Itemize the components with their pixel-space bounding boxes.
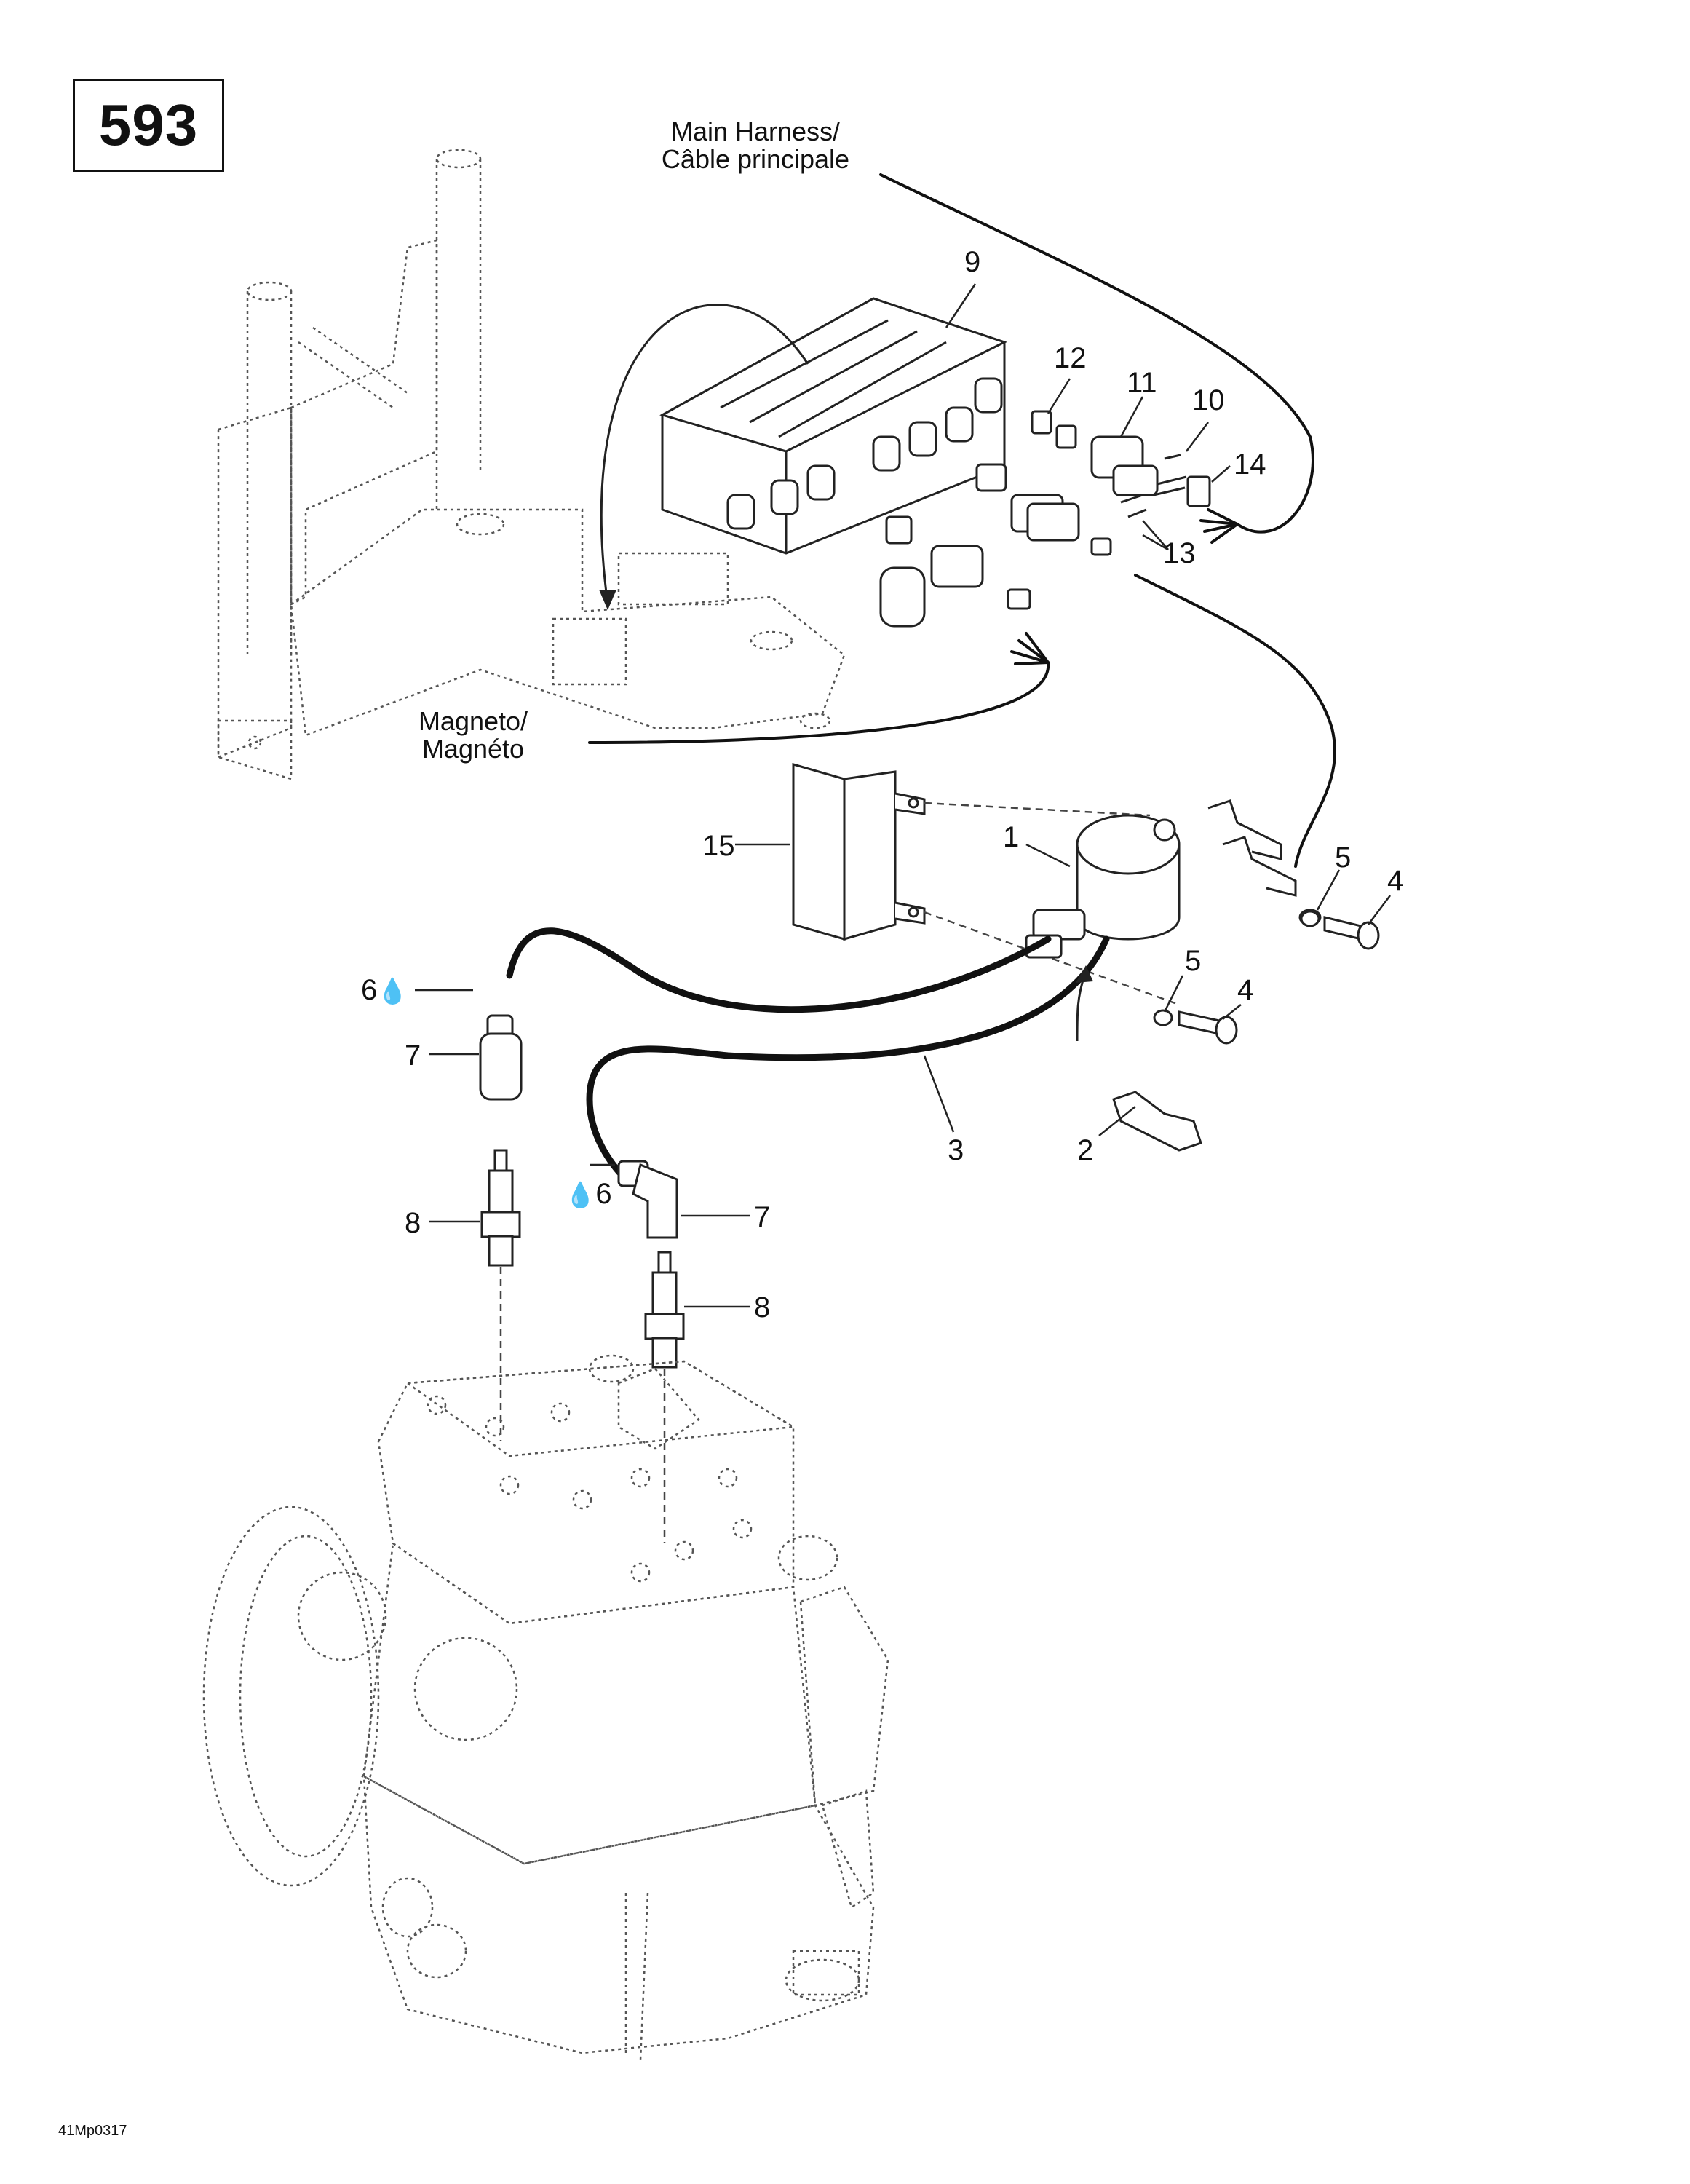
- hardware-parts-4-5: [1153, 910, 1380, 1045]
- magneto-label-en: Magneto/: [418, 706, 528, 736]
- screw-part-4-upper: [1323, 916, 1362, 941]
- callout-14: 14: [1234, 448, 1266, 480]
- magneto-cable: [588, 632, 1050, 744]
- clip-part-2: [1112, 1091, 1202, 1152]
- connector-part-14: [1186, 475, 1211, 507]
- callout-5-upper: 5: [1335, 842, 1352, 874]
- screw-part-4-lower: [1178, 1010, 1221, 1035]
- drawing-reference-code: 41Mp0317: [58, 2123, 127, 2139]
- callout-6-right-number: 6: [595, 1178, 612, 1210]
- frame-bracket: [217, 149, 846, 780]
- spark-cable-part-3: [586, 935, 1110, 1183]
- spark-plug-part-8-right: [644, 1251, 685, 1369]
- connector-part-12: [1031, 410, 1052, 435]
- callout-13: 13: [1163, 537, 1196, 569]
- main-harness-label: Main Harness/ Câble principale: [624, 118, 886, 173]
- washer-part-5-upper: [1300, 910, 1320, 927]
- spark-plug-part-8-left: [480, 1149, 521, 1267]
- spark-plug-cap-part-7-right: [617, 1160, 678, 1239]
- page-number-box: 593: [73, 79, 224, 172]
- callout-7-left: 7: [405, 1040, 421, 1072]
- callout-4-lower: 4: [1237, 974, 1254, 1006]
- engine-block: [202, 1354, 889, 2061]
- callout-9: 9: [964, 246, 981, 278]
- assembly-arrow: [600, 304, 809, 605]
- callout-11: 11: [1127, 367, 1157, 399]
- callout-3: 3: [948, 1134, 964, 1166]
- leader-lines: [415, 283, 1391, 1308]
- bracket-part-15: [792, 763, 926, 941]
- callout-12: 12: [1054, 342, 1087, 374]
- callout-1: 1: [1003, 821, 1020, 853]
- callout-15: 15: [702, 830, 735, 862]
- main-harness-label-en: Main Harness/: [670, 116, 841, 146]
- spark-plug-cap-part-7-left: [479, 1014, 523, 1101]
- terminal-part-13: [1120, 494, 1143, 504]
- ground-wire: [1134, 574, 1337, 868]
- callout-6-left: 6💧: [361, 976, 408, 1006]
- main-harness-cable: [879, 173, 1314, 544]
- callout-2: 2: [1077, 1134, 1094, 1166]
- ground-terminals: [1207, 799, 1322, 926]
- magneto-label: Magneto/ Magnéto: [386, 708, 560, 763]
- callout-5-lower: 5: [1185, 945, 1202, 977]
- page-number: 593: [98, 92, 199, 157]
- washer-part-5-lower: [1153, 1009, 1173, 1026]
- main-harness-label-fr: Câble principale: [661, 144, 850, 174]
- magneto-label-fr: Magnéto: [421, 734, 525, 764]
- callout-7-right: 7: [754, 1201, 771, 1233]
- connector-parts: [879, 410, 1211, 628]
- callout-6-right: 💧6: [565, 1179, 612, 1210]
- oil-drop-icon: 💧: [377, 978, 408, 1005]
- callout-4-upper: 4: [1387, 865, 1404, 897]
- spark-cable-1: [506, 927, 1052, 1013]
- callout-10: 10: [1192, 384, 1225, 416]
- callout-6-left-number: 6: [361, 974, 378, 1006]
- callout-8-right: 8: [754, 1291, 771, 1324]
- ignition-coil-part-1: [1025, 814, 1181, 959]
- callout-8-left: 8: [405, 1207, 421, 1239]
- terminal-part-10: [1164, 454, 1181, 460]
- module-housing-part-9: [659, 297, 1007, 555]
- oil-drop-icon: 💧: [565, 1182, 596, 1209]
